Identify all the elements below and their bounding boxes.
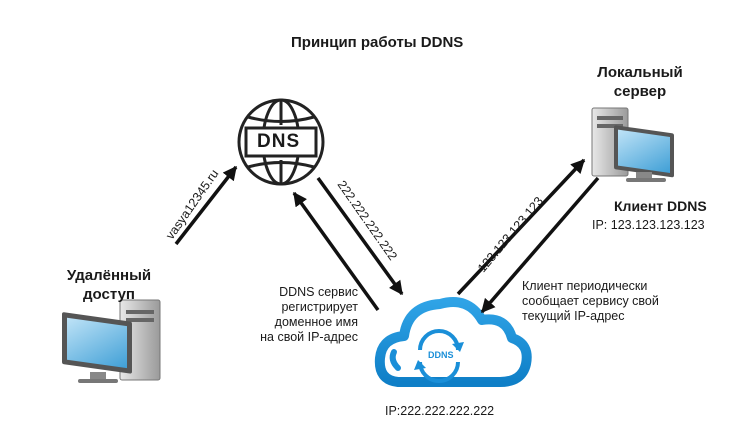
- arrow-server-to-cloud: [480, 176, 600, 314]
- remote-access-title: Удалённый доступ: [66, 267, 152, 303]
- arrow-dns-to-cloud: [316, 176, 404, 296]
- arrow-cloud-to-dns: [292, 191, 380, 312]
- client-reports-note: Клиент периодически сообщает сервису сво…: [522, 279, 659, 323]
- cloud-sync-icon: [374, 297, 532, 387]
- diagram-title: Принцип работы DDNS: [291, 34, 464, 51]
- local-server-ip: IP: 123.123.123.123: [592, 218, 705, 232]
- arrow-remote-to-dns: [174, 165, 238, 246]
- cloud-ddns-label: DDNS: [428, 350, 454, 360]
- local-server-computer-icon: [591, 107, 674, 182]
- globe-icon: [237, 98, 325, 186]
- arrow-cloud-to-server: [456, 158, 586, 296]
- ddns-service-note: DDNS сервис регистрирует доменное имя на…: [260, 285, 358, 344]
- remote-computer-icon: [62, 299, 161, 383]
- ddns-client-label: Клиент DDNS: [614, 198, 707, 214]
- local-server-title: Локальный сервер: [597, 64, 683, 100]
- cloud-ip-label: IP:222.222.222.222: [385, 404, 495, 418]
- dns-label: DNS: [257, 131, 301, 152]
